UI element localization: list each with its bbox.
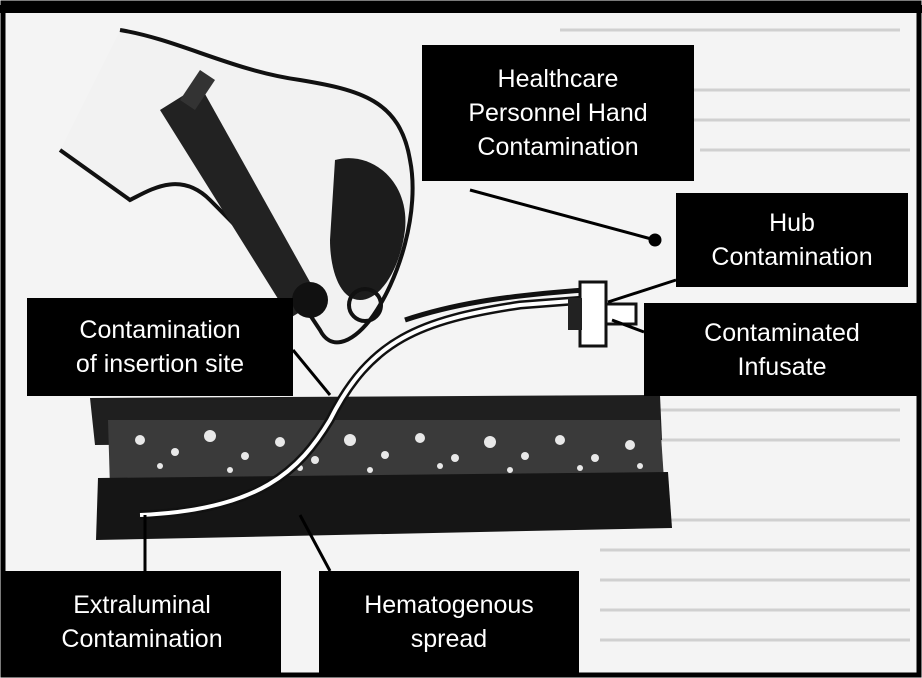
label-hub-contamination: Hub Contamination (676, 193, 908, 287)
label-text: Infusate (738, 350, 827, 384)
pointer-hub (608, 280, 676, 302)
tissue-layers (90, 395, 672, 540)
label-text: Personnel Hand (468, 96, 647, 130)
label-text: Contaminated (704, 316, 860, 350)
label-contaminated-infusate: Contaminated Infusate (644, 303, 920, 396)
label-text: Hub (769, 206, 815, 240)
hand-with-syringe (60, 30, 413, 342)
label-text: Extraluminal (73, 588, 211, 622)
syringe-connector (292, 282, 328, 318)
label-text: of insertion site (76, 347, 244, 381)
label-insertion-site-contamination: Contamination of insertion site (27, 298, 293, 396)
label-extraluminal-contamination: Extraluminal Contamination (3, 571, 281, 673)
label-text: Contamination (79, 313, 240, 347)
label-text: spread (411, 622, 487, 656)
label-text: Healthcare (498, 62, 619, 96)
pointer-hand (470, 190, 655, 240)
label-hematogenous-spread: Hematogenous spread (319, 571, 579, 673)
label-healthcare-hand-contamination: Healthcare Personnel Hand Contamination (422, 45, 694, 181)
label-text: Contamination (711, 240, 872, 274)
vessel-layer (96, 472, 672, 540)
pointer-site (293, 350, 330, 395)
label-text: Contamination (61, 622, 222, 656)
label-text: Hematogenous (364, 588, 534, 622)
label-text: Contamination (477, 130, 638, 164)
